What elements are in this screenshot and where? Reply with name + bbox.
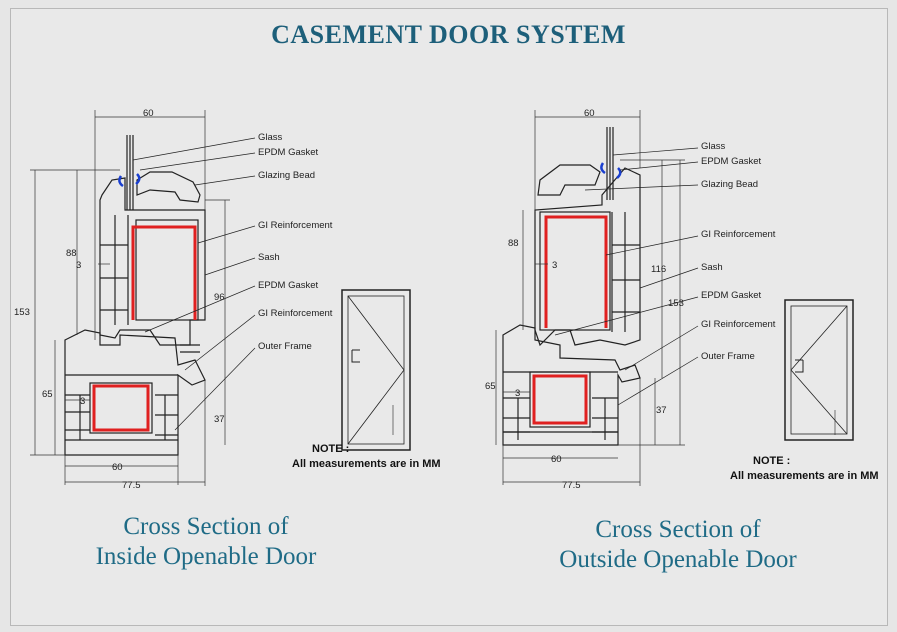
right-label-epdm-gasket-2: EPDM Gasket <box>701 290 762 301</box>
right-dim-frame-width: 60 <box>551 454 562 465</box>
right-label-sash: Sash <box>701 262 723 273</box>
right-door-elevation-icon <box>784 299 854 441</box>
left-dim-sash-depth: 96 <box>214 292 225 303</box>
right-dim-overall-height: 153 <box>668 298 684 309</box>
right-label-epdm-gasket: EPDM Gasket <box>701 156 762 167</box>
left-caption-line2: Inside Openable Door <box>95 543 317 570</box>
right-dim-sash-depth: 116 <box>651 264 666 275</box>
drawing-frame <box>10 8 888 626</box>
left-note-heading: NOTE : <box>312 443 350 455</box>
left-door-elevation-icon <box>341 289 411 451</box>
left-label-gi-reinforcement-2: GI Reinforcement <box>258 308 333 319</box>
right-label-glass: Glass <box>701 141 726 152</box>
right-glass <box>606 127 614 200</box>
right-caption-line1: Cross Section of <box>595 516 761 543</box>
left-dimension-labels: 60 153 88 3 96 65 3 37 60 77.5 <box>14 108 225 491</box>
right-epdm-gasket <box>600 162 622 179</box>
left-dim-top-width: 60 <box>143 108 154 119</box>
left-note-text: All measurements are in MM <box>292 458 441 470</box>
left-glazing-bead <box>136 171 201 203</box>
left-cross-section <box>64 135 206 456</box>
left-part-labels: Glass EPDM Gasket Glazing Bead GI Reinfo… <box>258 132 333 352</box>
right-dim-top-width: 60 <box>584 108 595 119</box>
right-dim-frame-offset: 3 <box>515 388 520 399</box>
left-glass <box>126 135 134 210</box>
right-caption-line2: Outside Openable Door <box>559 546 797 573</box>
left-frame-reinforcement <box>92 384 150 432</box>
left-caption: Cross Section of Inside Openable Door <box>66 512 346 572</box>
right-dim-frame-height: 65 <box>485 381 496 392</box>
left-leaders <box>132 137 256 431</box>
right-label-gi-reinforcement: GI Reinforcement <box>701 229 776 240</box>
right-note-heading: NOTE : <box>753 455 791 467</box>
right-label-glazing-bead: Glazing Bead <box>701 179 758 190</box>
left-label-glazing-bead: Glazing Bead <box>258 170 315 181</box>
left-label-epdm-gasket: EPDM Gasket <box>258 147 319 158</box>
right-dim-overall-width: 77.5 <box>562 480 581 491</box>
right-part-labels: Glass EPDM Gasket Glazing Bead GI Reinfo… <box>701 141 776 362</box>
right-label-outer-frame: Outer Frame <box>701 351 755 362</box>
left-label-epdm-gasket-2: EPDM Gasket <box>258 280 319 291</box>
left-dim-frame-height: 65 <box>42 389 53 400</box>
right-dimensions <box>495 110 685 486</box>
left-dim-overall-height: 153 <box>14 307 30 318</box>
right-label-gi-reinforcement-2: GI Reinforcement <box>701 319 776 330</box>
left-dim-sash-offset: 3 <box>76 260 81 271</box>
right-dim-sash-height: 88 <box>508 238 519 249</box>
left-label-gi-reinforcement: GI Reinforcement <box>258 220 333 231</box>
left-dim-overall-width: 77.5 <box>122 480 141 491</box>
left-dim-frame-depth: 37 <box>214 414 225 425</box>
page-title: CASEMENT DOOR SYSTEM <box>271 20 626 49</box>
right-dim-frame-depth: 37 <box>656 405 667 416</box>
right-glazing-bead <box>537 164 601 196</box>
left-dimensions <box>30 110 230 486</box>
right-dimension-labels: 60 116 88 3 153 65 3 37 60 77.5 <box>485 108 684 491</box>
right-caption: Cross Section of Outside Openable Door <box>530 515 826 575</box>
right-frame-reinforcement <box>532 374 588 425</box>
left-outer-frame <box>64 329 206 456</box>
left-label-glass: Glass <box>258 132 283 143</box>
left-dim-frame-width: 60 <box>112 462 123 473</box>
left-label-sash: Sash <box>258 252 280 263</box>
right-gi-reinforcement <box>544 215 608 328</box>
left-dim-frame-offset: 3 <box>80 396 85 407</box>
left-epdm-gasket <box>118 173 141 188</box>
left-dim-sash-height: 88 <box>66 248 77 259</box>
right-cross-section <box>502 127 641 446</box>
right-outer-frame <box>502 324 641 446</box>
left-note: NOTE : All measurements are in MM <box>292 442 441 472</box>
right-note: NOTE : All measurements are in MM <box>730 454 879 484</box>
left-label-outer-frame: Outer Frame <box>258 341 312 352</box>
left-caption-line1: Cross Section of <box>123 513 289 540</box>
right-leaders <box>554 147 699 406</box>
right-note-text: All measurements are in MM <box>730 470 879 482</box>
left-gi-reinforcement <box>131 225 197 320</box>
right-dim-sash-offset: 3 <box>552 260 557 271</box>
